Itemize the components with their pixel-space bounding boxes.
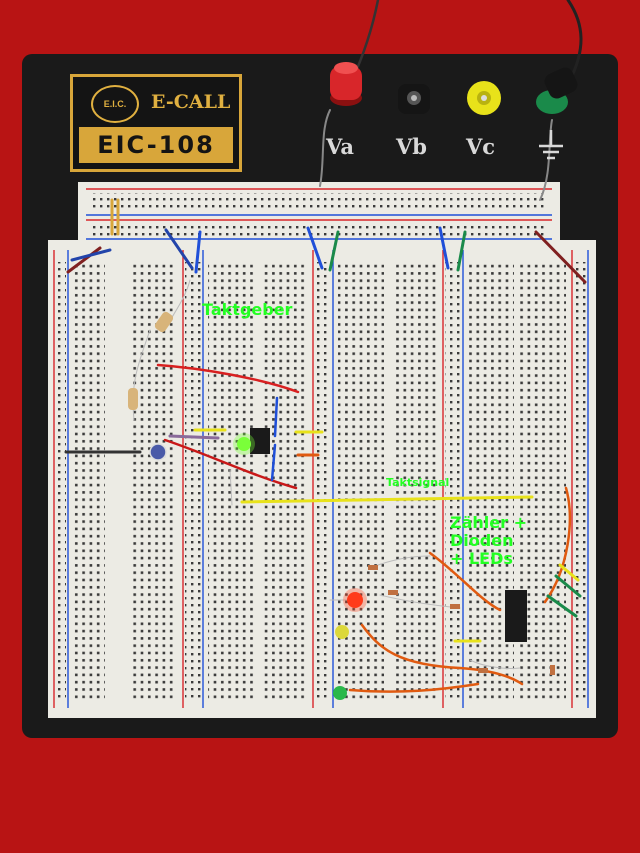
ground-symbol	[539, 130, 563, 160]
hole-strip	[262, 262, 306, 702]
hole-strip	[392, 262, 436, 702]
diode-1	[368, 565, 378, 570]
wire-yellow-taktsignal	[240, 495, 534, 504]
led-green	[333, 686, 347, 700]
wire-blue-2	[270, 443, 277, 482]
annotation-zaehler-line3: + LEDs	[450, 549, 513, 568]
rail-hole-strip	[445, 262, 461, 702]
diode-5	[550, 665, 555, 675]
post-vc	[467, 81, 501, 115]
logo-seal: E.I.C.	[91, 85, 139, 123]
counter-ic	[505, 590, 527, 642]
timer-ic	[250, 428, 270, 454]
annotation-zaehler: Zähler + Dioden + LEDs	[450, 514, 527, 568]
post-label-va: Va	[326, 134, 354, 159]
rail-hole-strip	[56, 262, 66, 702]
hole-strip	[130, 262, 176, 702]
wire-orange-right	[543, 486, 571, 604]
wire-probe-left	[319, 109, 331, 187]
hole-strip	[74, 262, 105, 702]
resistor-1	[154, 311, 174, 333]
led-green-clock	[237, 437, 251, 451]
top-rail-block	[78, 182, 560, 244]
annotation-taktgeber: Taktgeber	[202, 300, 293, 319]
post-label-vc: Vc	[466, 134, 496, 159]
rail-hole-strip	[315, 262, 331, 702]
wire-red-1	[156, 363, 300, 394]
wire-orange-3	[428, 551, 502, 612]
diode-4	[478, 668, 488, 673]
resistor-2	[128, 388, 138, 410]
post-vb	[398, 84, 430, 114]
diode-3	[450, 604, 460, 609]
logo-brand: E-CALL	[151, 91, 231, 113]
post-gnd	[536, 67, 578, 114]
led-yellow	[335, 625, 349, 639]
probe-cable-2	[566, 0, 583, 82]
rail-hole-strip	[574, 262, 586, 702]
eic-logo: E.I.C. E-CALL EIC-108	[70, 74, 242, 172]
annotation-zaehler-line1: Zähler +	[450, 513, 527, 532]
wire-red-2	[163, 438, 298, 490]
post-label-vb: Vb	[396, 134, 427, 159]
wire-orange-2	[348, 682, 480, 693]
diode-2	[388, 590, 398, 595]
main-breadboard	[48, 240, 596, 718]
capacitor	[149, 443, 167, 461]
wire-orange-1	[360, 623, 524, 686]
post-va	[330, 62, 362, 106]
binding-posts	[330, 62, 578, 160]
logo-model: EIC-108	[79, 127, 233, 163]
components	[128, 311, 555, 700]
led-red	[347, 592, 363, 608]
annotation-taktsignal: Taktsignal	[386, 476, 450, 489]
wires	[64, 0, 587, 693]
wire-blue-1	[273, 396, 279, 438]
hole-strip	[520, 262, 566, 702]
rail-hole-strip	[185, 262, 201, 702]
annotation-zaehler-line2: Dioden	[450, 531, 514, 550]
